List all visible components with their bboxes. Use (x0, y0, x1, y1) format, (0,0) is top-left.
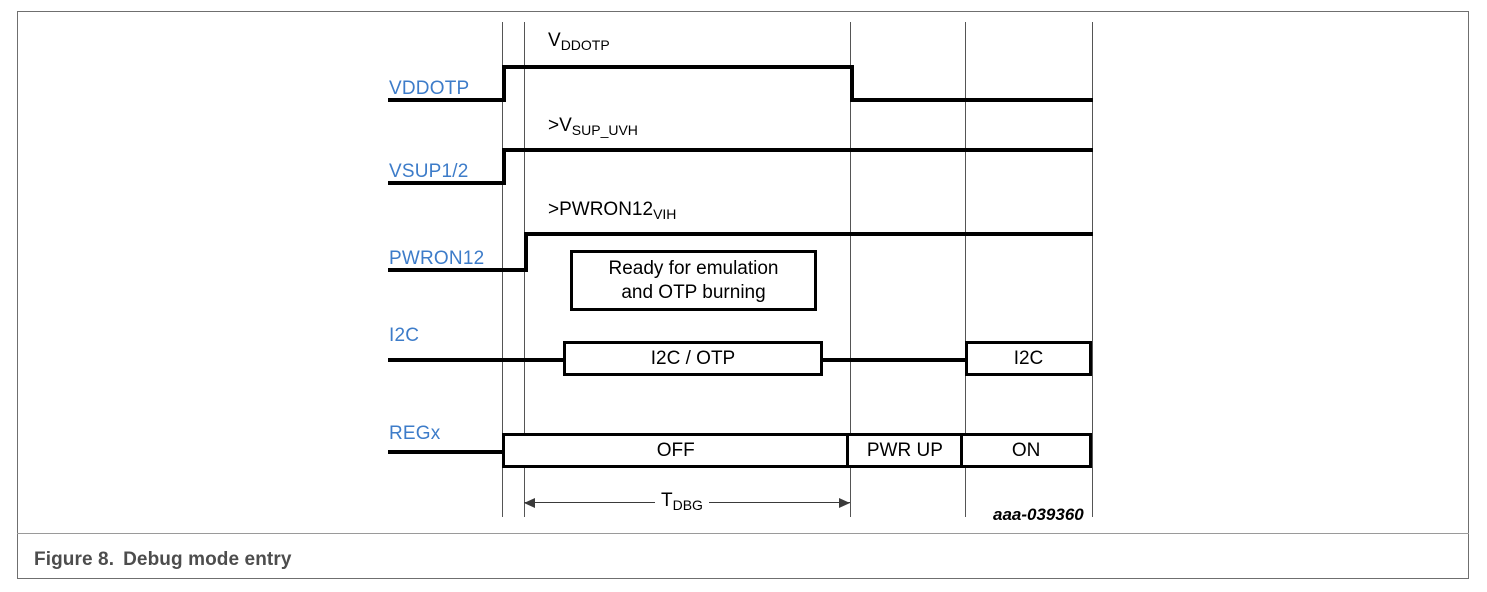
pwron12-high (524, 232, 1093, 236)
i2c-line-left (388, 358, 566, 362)
pwron12-level-sub: VIH (653, 206, 677, 222)
i2c-right-box-label: I2C (1013, 347, 1044, 369)
caption-divider (17, 533, 1469, 534)
regx-state-on-label: ON (1011, 439, 1041, 461)
vsup-low-left (388, 181, 506, 185)
guide-line-t4 (1092, 22, 1093, 517)
vsup-high (502, 148, 1093, 152)
signal-label-i2c: I2C (389, 325, 420, 346)
vddotp-level-annotation: VDDOTP (548, 30, 610, 53)
vsup-level-sub: SUP_UVH (571, 122, 638, 138)
vddotp-low-left (388, 98, 506, 102)
regx-state-pwr-up: PWR UP (849, 436, 964, 465)
guide-line-t3 (965, 22, 966, 517)
ready-box-line1: Ready for emulation (608, 257, 779, 279)
signal-label-regx: REGx (389, 423, 441, 444)
signal-label-vddotp: VDDOTP (389, 78, 470, 99)
pwron12-low-left (388, 268, 528, 272)
i2c-otp-box-label: I2C / OTP (650, 347, 736, 369)
regx-line-left (388, 450, 506, 454)
figure-number: Figure 8. (34, 549, 115, 570)
signal-label-pwron12: PWRON12 (389, 248, 485, 269)
regx-state-bar: OFF PWR UP ON (502, 433, 1092, 468)
regx-state-off-label: OFF (656, 439, 695, 461)
figure-caption-text: Debug mode entry (123, 549, 292, 570)
i2c-line-middle (820, 358, 968, 362)
regx-state-on: ON (963, 436, 1089, 465)
tdbg-label-main: T (661, 490, 673, 511)
vddotp-high (502, 65, 854, 69)
vddotp-falling-edge (850, 65, 854, 102)
vsup-level-annotation: >VSUP_UVH (548, 115, 638, 138)
ready-for-emulation-box: Ready for emulation and OTP burning (570, 250, 817, 311)
vddotp-low-right (850, 98, 1093, 102)
timing-diagram-canvas: VDDOTP VDDOTP >VSUP_UVH VSUP1/2 >PWRON12… (388, 22, 1093, 524)
figure-identifier: aaa-039360 (993, 505, 1084, 524)
figure-caption: Figure 8. Debug mode entry (34, 549, 292, 571)
pwron12-level-annotation: >PWRON12VIH (548, 199, 677, 222)
vddotp-level-main: V (548, 30, 561, 51)
vsup-level-main: >V (548, 115, 572, 136)
tdbg-arrow-left (524, 498, 535, 508)
regx-state-pwr-up-label: PWR UP (866, 439, 943, 461)
vddotp-rising-edge (502, 65, 506, 102)
pwron12-rising-edge (524, 232, 528, 272)
tdbg-label-sub: DBG (672, 497, 703, 513)
regx-state-off: OFF (505, 436, 850, 465)
tdbg-label: TDBG (655, 490, 709, 513)
tdbg-arrow-right (839, 498, 850, 508)
i2c-right-box: I2C (965, 341, 1092, 376)
vsup-rising-edge (502, 148, 506, 185)
pwron12-level-main: >PWRON12 (548, 199, 654, 220)
signal-label-vsup: VSUP1/2 (389, 161, 469, 182)
guide-line-t2 (850, 22, 851, 517)
vddotp-level-sub: DDOTP (560, 37, 610, 53)
i2c-otp-box: I2C / OTP (563, 341, 823, 376)
ready-box-line2: and OTP burning (621, 281, 766, 303)
